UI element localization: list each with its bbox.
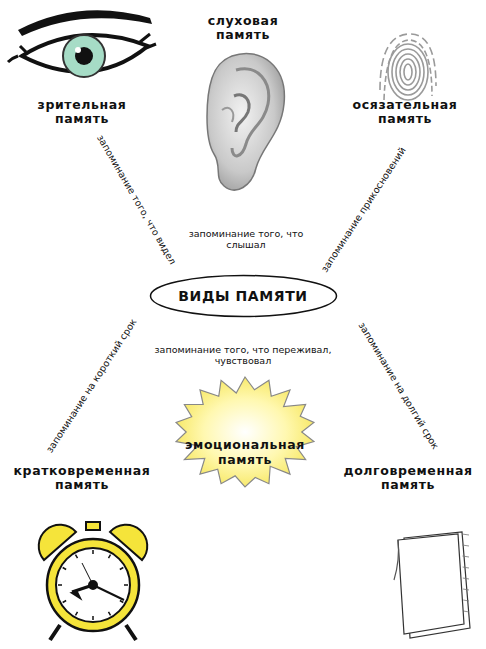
emotion-starburst: эмоциональная память bbox=[173, 375, 317, 489]
paper-stack-picture bbox=[394, 532, 470, 638]
star-outline bbox=[173, 375, 317, 489]
alarm-clock-picture bbox=[39, 522, 148, 640]
spoke-description: запоминание прикосновений bbox=[319, 145, 408, 274]
spoke-description: запоминание на долгий срок bbox=[356, 321, 441, 452]
memory-type-label: долговременная память bbox=[333, 464, 483, 493]
spoke-description: запоминание того, что видел bbox=[94, 133, 177, 267]
memory-type-label: кратковременная память bbox=[7, 464, 157, 493]
central-ellipse: ВИДЫ ПАМЯТИ bbox=[149, 274, 338, 318]
node-text: ВИДЫ ПАМЯТИ bbox=[178, 288, 307, 304]
memory-type-label: осязательная память bbox=[345, 98, 465, 127]
description-label: запоминание того, что слышал bbox=[186, 229, 306, 251]
description-label: запоминание того, что переживал, чувство… bbox=[153, 345, 333, 367]
ear-picture bbox=[207, 53, 284, 190]
memory-type-label: зрительная память bbox=[22, 98, 142, 127]
eye-picture bbox=[8, 10, 156, 77]
memory-type-label: слуховая память bbox=[193, 14, 293, 43]
node-text: эмоциональная память bbox=[183, 438, 307, 467]
fingerprint-picture bbox=[380, 34, 436, 100]
spoke-description: запоминание на короткий срок bbox=[45, 317, 140, 455]
